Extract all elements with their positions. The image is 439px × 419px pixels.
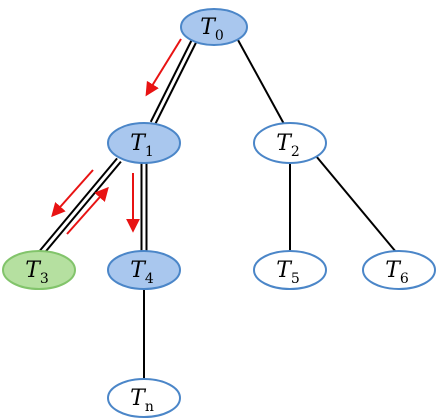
node-tn: Tn (107, 378, 181, 418)
node-t4-shape (107, 250, 181, 290)
edges (39, 39, 397, 379)
node-t2-label: T2 (276, 131, 300, 160)
edge-t1-t3-line-1 (43, 160, 122, 255)
node-t6: T6 (362, 250, 436, 290)
arrow-t1-to-t3 (51, 169, 94, 218)
node-t2-shape (253, 122, 327, 164)
node-t5-label: T5 (276, 258, 300, 287)
edge-t0-t1-line-2 (149, 39, 193, 123)
arrow-t0-to-t1 (145, 38, 182, 97)
node-t4-label: T4 (130, 258, 154, 287)
node-t6-label: T6 (385, 258, 409, 287)
edge-t2-t6 (315, 155, 397, 253)
node-t0-label: T0 (200, 15, 224, 44)
arrow-t3-to-t1 (66, 186, 109, 235)
node-t2: T2 (253, 122, 327, 164)
node-t1-label: T1 (130, 131, 154, 160)
traversal-arrows (51, 38, 182, 235)
node-t1: T1 (107, 122, 181, 164)
node-tn-label: Tn (130, 386, 154, 415)
node-t4: T4 (107, 250, 181, 290)
node-t3: T3 (2, 250, 76, 290)
node-t0: T0 (180, 8, 248, 46)
node-t5-shape (253, 250, 327, 290)
edge-t1-t3-line-2 (39, 157, 118, 252)
node-t3-shape (2, 250, 76, 290)
edge-t0-t2 (237, 39, 285, 125)
node-t0-shape (180, 8, 248, 46)
node-tn-shape (107, 378, 181, 418)
node-t6-shape (362, 250, 436, 290)
node-t1-shape (107, 122, 181, 164)
node-t3-label: T3 (25, 258, 49, 287)
edge-t0-t1-line-1 (154, 41, 198, 125)
node-t5: T5 (253, 250, 327, 290)
